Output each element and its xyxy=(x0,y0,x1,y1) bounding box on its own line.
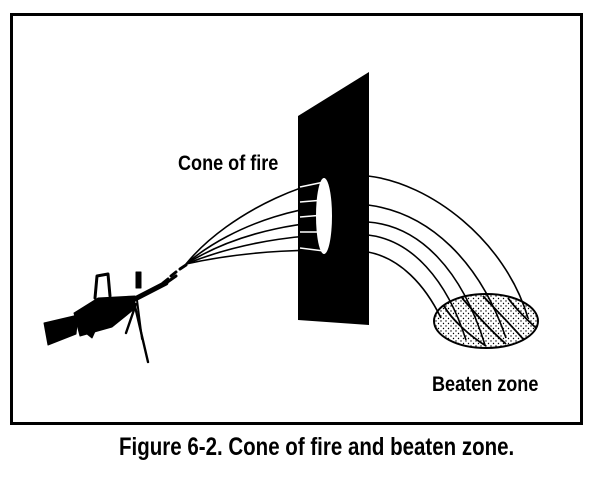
vertical-target-panel xyxy=(298,72,369,325)
cone-of-fire-label: Cone of fire xyxy=(178,152,279,175)
cone-cross-section xyxy=(299,178,332,254)
machine-gun-icon xyxy=(43,271,178,364)
muzzle-dashes xyxy=(161,263,188,285)
figure-frame xyxy=(10,13,583,425)
figure-caption: Figure 6-2. Cone of fire and beaten zone… xyxy=(119,433,515,461)
beaten-zone-label: Beaten zone xyxy=(432,373,539,396)
beaten-zone xyxy=(433,293,539,349)
